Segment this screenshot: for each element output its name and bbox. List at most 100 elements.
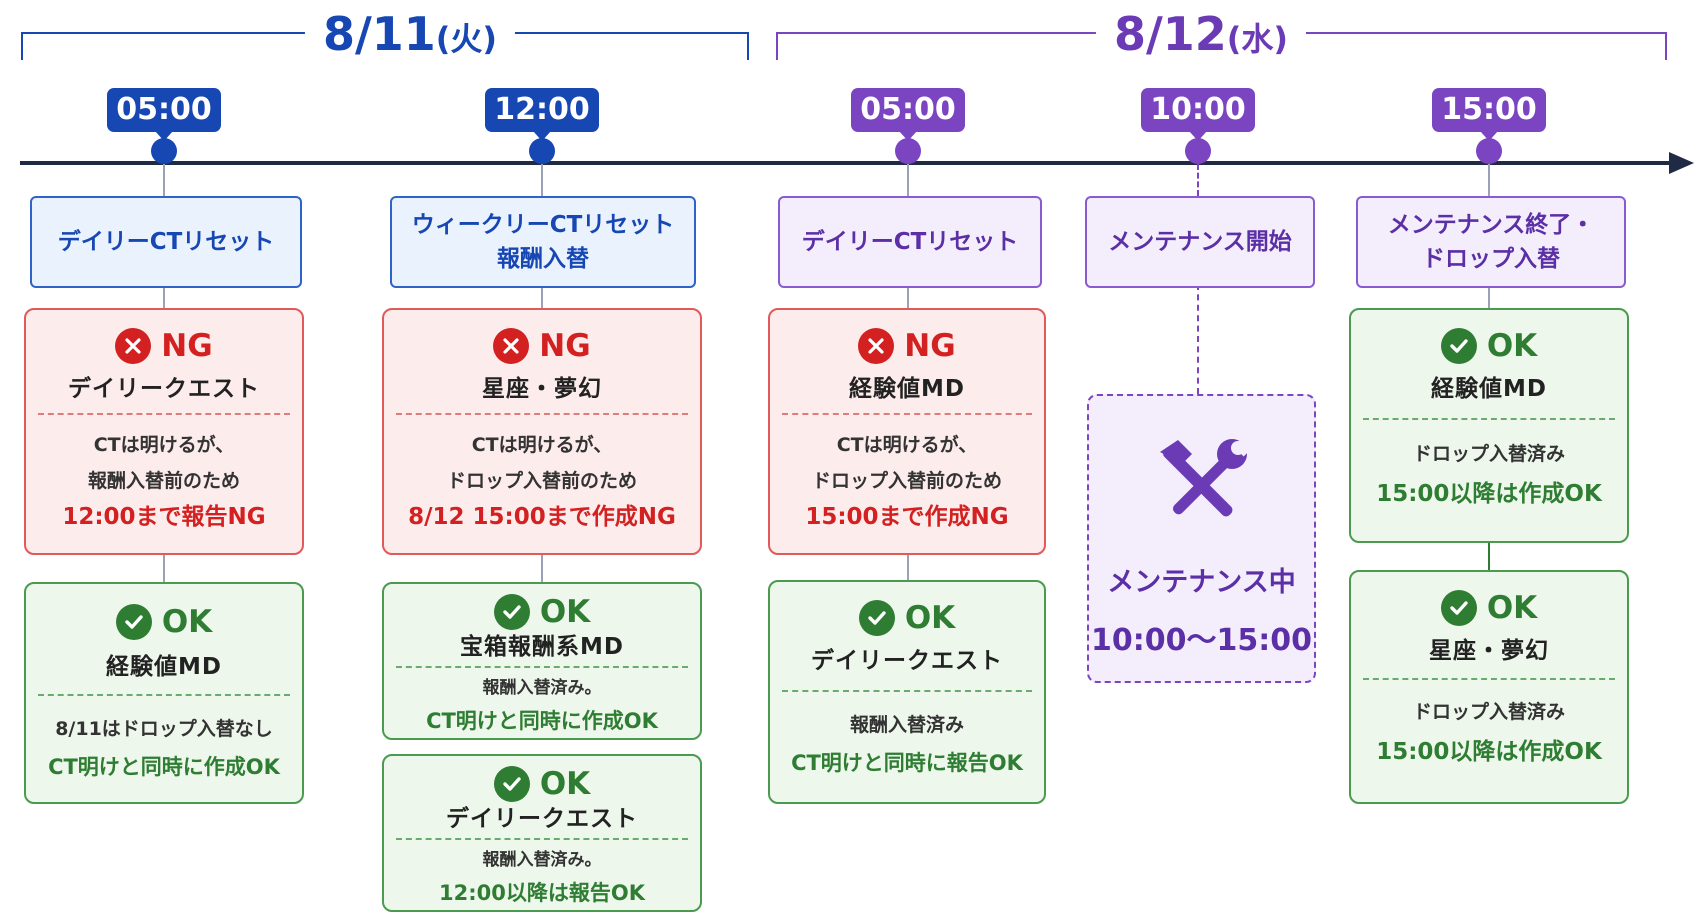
event-label: デイリーCTリセット — [801, 229, 1019, 255]
card-line: ドロップ入替前のため — [811, 470, 1002, 492]
time-badge-4: 10:00 — [1141, 88, 1255, 141]
status-text: OK — [539, 766, 591, 802]
timeline-dot-3 — [895, 138, 921, 164]
card-body: 報酬入替済み。 CT明けと同時に作成OK — [384, 672, 700, 738]
card-body: CTは明けるが、 ドロップ入替前のため 8/12 15:00まで作成NG — [384, 427, 700, 535]
connector-dashed — [1197, 164, 1199, 196]
card-body: 報酬入替済み CT明けと同時に報告OK — [770, 706, 1044, 782]
check-circle-icon — [493, 766, 530, 802]
maintenance-period: 10:00〜15:00 — [1091, 623, 1312, 658]
maintenance-box: メンテナンス中 10:00〜15:00 — [1087, 394, 1316, 683]
weekday-0811: (火) — [435, 20, 498, 58]
time-badge-5: 15:00 — [1432, 88, 1546, 141]
card-result: CT明けと同時に作成OK — [48, 755, 280, 779]
card-body: CTは明けるが、 報酬入替前のため 12:00まで報告NG — [26, 427, 302, 535]
card-title: デイリークエスト — [446, 806, 638, 832]
card-title: 経験値MD — [106, 654, 222, 680]
status-text: OK — [1486, 328, 1538, 364]
card-title: 星座・夢幻 — [482, 376, 602, 402]
timeline-dot-5 — [1476, 138, 1502, 164]
divider — [396, 666, 688, 668]
connector — [1488, 284, 1490, 308]
card-ok-constellation-0812: OK 星座・夢幻 ドロップ入替済み 15:00以降は作成OK — [1349, 570, 1629, 804]
date-label-0811: 8/11(火) — [304, 4, 516, 64]
card-result: CT明けと同時に報告OK — [791, 751, 1023, 775]
divider — [1363, 418, 1615, 420]
check-circle-icon — [115, 604, 152, 640]
card-ok-treasure-md: OK 宝箱報酬系MD 報酬入替済み。 CT明けと同時に作成OK — [382, 582, 702, 740]
connector — [163, 555, 165, 582]
card-line: CTは明けるが、 — [93, 434, 235, 456]
card-line: 報酬入替済み。 — [482, 850, 602, 870]
event-label-line2: ドロップ入替 — [1422, 246, 1560, 272]
timeline-arrow — [1669, 152, 1694, 174]
card-result: 12:00まで報告NG — [62, 504, 266, 530]
card-ok-exp-md: OK 経験値MD 8/11はドロップ入替なし CT明けと同時に作成OK — [24, 582, 304, 804]
event-daily-ct-reset-0812: デイリーCTリセット — [778, 196, 1042, 288]
card-line: 報酬入替済み — [849, 714, 964, 736]
timeline-dot-4 — [1185, 138, 1211, 164]
time-badge-2: 12:00 — [485, 88, 599, 141]
status-text: NG — [539, 328, 591, 364]
divider — [38, 694, 290, 696]
card-title: 星座・夢幻 — [1429, 638, 1549, 664]
time-badge-3: 05:00 — [851, 88, 965, 141]
event-label-line1: ウィークリーCTリセット — [411, 212, 675, 238]
card-ok-exp-md-0812: OK 経験値MD ドロップ入替済み 15:00以降は作成OK — [1349, 308, 1629, 543]
card-body: 8/11はドロップ入替なし CT明けと同時に作成OK — [26, 710, 302, 786]
divider — [396, 838, 688, 840]
card-body: ドロップ入替済み 15:00以降は作成OK — [1351, 434, 1627, 514]
card-line: 報酬入替済み。 — [482, 678, 602, 698]
card-line: 報酬入替前のため — [87, 470, 240, 492]
card-ok-daily-quest-0811: OK デイリークエスト 報酬入替済み。 12:00以降は報告OK — [382, 754, 702, 912]
divider — [782, 690, 1032, 692]
status-text: NG — [161, 328, 213, 364]
event-daily-ct-reset-0811: デイリーCTリセット — [30, 196, 302, 288]
divider — [396, 413, 688, 415]
card-line: ドロップ入替前のため — [446, 470, 637, 492]
date-0812-text: 8/12 — [1113, 7, 1227, 61]
connector — [907, 555, 909, 580]
check-circle-icon — [1440, 328, 1477, 364]
hammer-wrench-icon — [1159, 438, 1252, 517]
divider — [1363, 678, 1615, 680]
x-circle-icon — [115, 328, 152, 364]
card-result: CT明けと同時に作成OK — [426, 709, 658, 733]
card-body: ドロップ入替済み 15:00以降は作成OK — [1351, 692, 1627, 772]
connector-dashed — [1197, 284, 1199, 394]
status-text: NG — [904, 328, 956, 364]
connector — [541, 284, 543, 308]
connector — [1488, 543, 1490, 570]
status-text: OK — [539, 594, 591, 630]
card-result: 8/12 15:00まで作成NG — [408, 504, 676, 530]
card-line: 8/11はドロップ入替なし — [55, 718, 273, 740]
connector — [907, 164, 909, 196]
divider — [782, 413, 1032, 415]
connector — [163, 284, 165, 308]
card-line: CTは明けるが、 — [471, 434, 613, 456]
event-maintenance-start: メンテナンス開始 — [1085, 196, 1315, 288]
card-ng-daily-quest: NG デイリークエスト CTは明けるが、 報酬入替前のため 12:00まで報告N… — [24, 308, 304, 555]
event-label: メンテナンス開始 — [1108, 229, 1292, 255]
card-head: OK — [1351, 588, 1627, 628]
event-label-line2: 報酬入替 — [497, 246, 589, 272]
card-body: 報酬入替済み。 12:00以降は報告OK — [384, 844, 700, 910]
connector — [1488, 164, 1490, 196]
divider — [38, 413, 290, 415]
card-head: OK — [384, 764, 700, 804]
card-result: 12:00以降は報告OK — [439, 881, 645, 905]
card-ng-constellation: NG 星座・夢幻 CTは明けるが、 ドロップ入替前のため 8/12 15:00ま… — [382, 308, 702, 555]
connector — [541, 164, 543, 196]
card-head: NG — [770, 326, 1044, 366]
timeline-dot-1 — [151, 138, 177, 164]
card-head: NG — [384, 326, 700, 366]
card-ok-daily-quest-0812: OK デイリークエスト 報酬入替済み CT明けと同時に報告OK — [768, 580, 1046, 804]
status-text: OK — [1486, 590, 1538, 626]
card-head: OK — [26, 602, 302, 642]
date-0811-text: 8/11 — [322, 7, 436, 61]
event-maintenance-end: メンテナンス終了・ ドロップ入替 — [1356, 196, 1626, 288]
card-title: 宝箱報酬系MD — [460, 634, 624, 660]
connector — [163, 164, 165, 196]
weekday-0812: (水) — [1226, 20, 1289, 58]
card-ng-exp-md: NG 経験値MD CTは明けるが、 ドロップ入替前のため 15:00まで作成NG — [768, 308, 1046, 555]
